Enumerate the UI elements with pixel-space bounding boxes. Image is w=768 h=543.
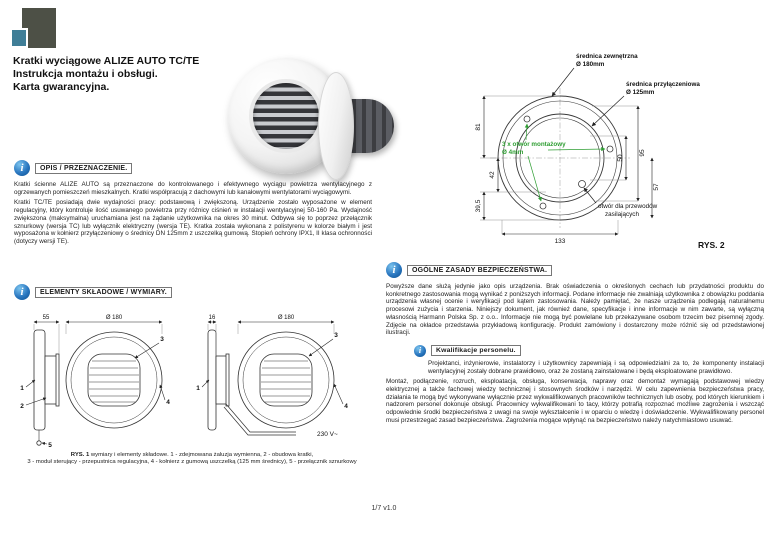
rys1-figure-label: RYS. 1 bbox=[70, 452, 90, 458]
elementy-heading-row: i ELEMENTY SKŁADOWE / WYMIARY. bbox=[14, 284, 372, 300]
part-number-3: 3 bbox=[160, 336, 164, 343]
label-outer-diameter-1: średnica zewnętrzna bbox=[576, 53, 638, 60]
title-warranty-line: Karta gwarancyjna. bbox=[13, 81, 110, 93]
dimension-texts: 81 42 39,5 50 95 57 133 bbox=[475, 123, 660, 245]
part-number-1-right: 1 bbox=[196, 385, 200, 392]
kwalifikacje-paragraph-1: Projektanci, inżynierowie, instalatorzy … bbox=[428, 359, 764, 375]
title-subtitle-line: Instrukcja montażu i obsługi. bbox=[13, 68, 158, 80]
rys1-caption-line1: RYS. 1 wymiary i elementy składowe. 1 - … bbox=[14, 452, 370, 459]
dim-diameter-180: Ø 180 bbox=[106, 315, 123, 321]
product-louver-grille bbox=[249, 79, 323, 153]
label-cable-hole-2: zasilających bbox=[605, 211, 639, 218]
section-elementy: i ELEMENTY SKŁADOWE / WYMIARY. bbox=[14, 284, 372, 305]
elementy-heading: ELEMENTY SKŁADOWE / WYMIARY. bbox=[35, 286, 172, 298]
page-number: 1/7 v1.0 bbox=[371, 505, 397, 512]
louver-lines-left bbox=[89, 360, 139, 403]
kwalifikacje-heading-row: i Kwalifikacje personelu. bbox=[414, 344, 764, 357]
rys1-technical-drawing: 55 Ø 180 1 2 3 4 5 bbox=[20, 315, 348, 449]
rys1-left-drawing bbox=[33, 329, 163, 446]
dim-16: 16 bbox=[209, 315, 216, 321]
louver-lines-right bbox=[261, 360, 311, 403]
dim-133: 133 bbox=[555, 238, 566, 245]
rys1-left-callouts: 1 2 3 4 5 bbox=[20, 336, 170, 449]
part-number-3-right: 3 bbox=[334, 332, 338, 339]
label-mount-holes-1: 3 x otwór montażowy bbox=[502, 141, 566, 148]
rys2-leaders bbox=[524, 67, 625, 204]
opis-heading-row: i OPIS / PRZEZNACZENIE. bbox=[14, 160, 372, 176]
part-number-2: 2 bbox=[20, 403, 24, 410]
zasady-paragraph: Powyższe dane służą jedynie jako opis ur… bbox=[386, 283, 764, 337]
kwalifikacje-heading: Kwalifikacje personelu. bbox=[431, 345, 521, 357]
title-product-line: Kratki wyciągowe ALIZE AUTO TC/TE bbox=[13, 55, 200, 67]
section-zasady: i OGÓLNE ZASADY BEZPIECZEŃSTWA. Powyższe… bbox=[386, 262, 764, 428]
cable-hole bbox=[578, 180, 586, 188]
rys2-labels: średnica zewnętrzna Ø 180mm średnica prz… bbox=[502, 53, 700, 218]
label-outer-diameter-2: Ø 180mm bbox=[576, 61, 605, 68]
dim-50: 50 bbox=[617, 154, 624, 162]
logo-teal-square bbox=[10, 28, 28, 48]
rys1-right-callouts: 1 3 4 bbox=[196, 332, 348, 410]
dim-39-5: 39,5 bbox=[475, 199, 482, 212]
mounting-holes bbox=[523, 115, 614, 210]
part-number-4-right: 4 bbox=[344, 403, 348, 410]
centerlines bbox=[490, 88, 630, 228]
harmann-logo bbox=[10, 8, 56, 48]
opis-paragraph-2: Kratki TC/TE posiadają dwie wydajności p… bbox=[14, 199, 372, 245]
dim-95: 95 bbox=[639, 149, 646, 157]
label-mount-holes-2: Ø 4mm bbox=[502, 149, 524, 156]
voltage-label: 230 V~ bbox=[317, 431, 338, 438]
zasady-heading-row: i OGÓLNE ZASADY BEZPIECZEŃSTWA. bbox=[386, 262, 764, 278]
rys2-figure-label: RYS. 2 bbox=[698, 240, 725, 250]
dim-81: 81 bbox=[475, 123, 482, 131]
info-icon: i bbox=[386, 262, 402, 278]
info-icon: i bbox=[414, 344, 426, 357]
rys1-right-dims bbox=[207, 320, 335, 356]
dim-57: 57 bbox=[653, 183, 660, 191]
rys1-left-texts: 55 Ø 180 bbox=[43, 315, 123, 321]
kwalifikacje-paragraph-2: Montaż, podłączenie, rozruch, eksploatac… bbox=[386, 378, 764, 424]
section-opis: i OPIS / PRZEZNACZENIE. Kratki ścienne A… bbox=[14, 160, 372, 249]
document-title: Kratki wyciągowe ALIZE AUTO TC/TE Instru… bbox=[13, 55, 199, 94]
opis-paragraph-1: Kratki ścienne ALIZE AUTO są przeznaczon… bbox=[14, 181, 372, 196]
part-number-4: 4 bbox=[166, 399, 170, 406]
info-icon: i bbox=[14, 284, 30, 300]
label-conn-diameter-2: Ø 125mm bbox=[626, 89, 655, 96]
opis-heading: OPIS / PRZEZNACZENIE. bbox=[35, 162, 133, 174]
part-number-5: 5 bbox=[48, 442, 52, 449]
label-conn-diameter-1: średnica przyłączeniowa bbox=[626, 81, 700, 88]
product-front-disc bbox=[318, 72, 354, 180]
dimension-lines bbox=[480, 95, 654, 236]
dim-42: 42 bbox=[489, 171, 496, 179]
dim-diameter-180-right: Ø 180 bbox=[278, 315, 295, 321]
product-photo-side-view bbox=[318, 72, 398, 182]
info-icon: i bbox=[14, 160, 30, 176]
rys1-left-dims bbox=[33, 320, 163, 354]
dim-55: 55 bbox=[43, 315, 50, 321]
rys2-technical-drawing: 81 42 39,5 50 95 57 133 średnica zewnętr… bbox=[475, 53, 725, 250]
rys1-caption-line2: 3 - moduł sterujący - przepustnica regul… bbox=[27, 459, 357, 466]
rys1-caption: RYS. 1 wymiary i elementy składowe. 1 - … bbox=[14, 452, 370, 466]
part-number-1: 1 bbox=[20, 385, 24, 392]
rys1-right-texts: 16 Ø 180 230 V~ bbox=[209, 315, 338, 438]
zasady-heading: OGÓLNE ZASADY BEZPIECZEŃSTWA. bbox=[407, 264, 553, 276]
rys1-right-drawing bbox=[207, 329, 335, 436]
rys1-caption-text1: wymiary i elementy składowe. 1 - zdejmow… bbox=[89, 452, 314, 458]
label-cable-hole-1: otwór dla przewodów bbox=[598, 203, 658, 210]
